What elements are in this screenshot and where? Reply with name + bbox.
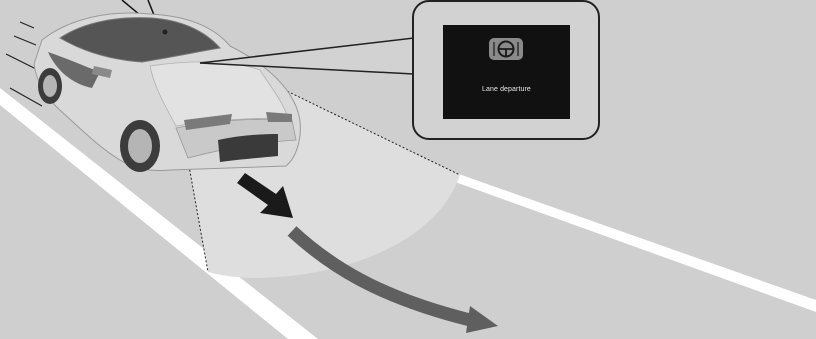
rear-wheel-rim [43, 75, 57, 97]
display-message: Lane departure [443, 86, 570, 93]
front-wheel-rim [128, 129, 152, 163]
camera-sensor [163, 30, 168, 35]
lane-departure-steering-icon [489, 38, 523, 60]
